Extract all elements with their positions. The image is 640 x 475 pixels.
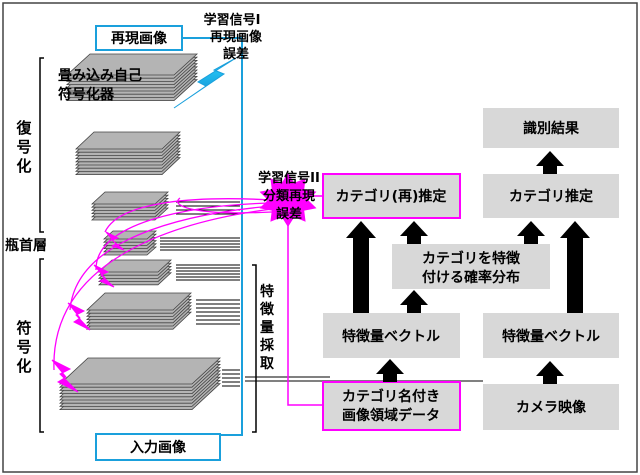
signal1-line-1: 学習信号I	[204, 12, 261, 28]
layer-8	[65, 53, 199, 76]
category-estimate-box	[483, 174, 619, 218]
signal2-line-2: 分類再現	[263, 188, 315, 204]
feature-vector-right-box	[483, 313, 619, 358]
decoder-bracket	[39, 57, 44, 233]
arrow-feature-to-estimate-right	[560, 221, 590, 313]
layer-34	[97, 259, 173, 273]
bracket-lines	[39, 57, 257, 433]
decoderText-char-0: 復	[15, 119, 32, 137]
layer-stack	[58, 53, 222, 411]
signal1-line-2: 再現画像	[210, 29, 263, 45]
cyan-bolt	[173, 57, 237, 109]
input-image-box	[95, 433, 221, 461]
autoencoder-label-2: 符号化器	[57, 86, 115, 103]
arrow-distribution-to-reestimate	[400, 221, 428, 244]
encoder-bracket	[39, 258, 44, 433]
bolt-4	[51, 359, 79, 393]
labeled-region-data-text-2: 画像領域データ	[342, 407, 440, 424]
curve-2	[95, 202, 273, 271]
category-distribution-text-1: カテゴリを特徴	[422, 250, 521, 267]
category-distribution-text-2: 付ける確率分布	[422, 269, 520, 286]
layer-17	[74, 131, 182, 150]
feature-bracket	[252, 264, 257, 433]
labeled-region-data-text-1: カテゴリ名付き	[342, 388, 440, 405]
reconstructed-image-box	[95, 25, 183, 51]
arrow-feature-to-estimate-left	[346, 221, 376, 313]
featureText-char-4: 取	[260, 356, 275, 372]
camera-image-box	[483, 384, 619, 430]
signal2-line-1: 学習信号II	[258, 170, 320, 186]
category-re-estimate-text: カテゴリ(再)推定	[336, 188, 447, 205]
featureText-char-0: 特	[260, 283, 274, 300]
signal2-line-3: 誤差	[276, 206, 302, 222]
category-re-estimate-box	[322, 173, 461, 219]
curve-3	[69, 205, 273, 311]
bolt-3	[67, 302, 91, 331]
curve-5	[177, 197, 273, 214]
arrow-feature-to-distribution	[400, 290, 428, 313]
encoderText-char-1: 号	[16, 338, 31, 356]
arrow-camera-to-feature	[536, 361, 564, 384]
autoencoder-label-1: 畳み込み自己	[58, 67, 142, 84]
curve-4	[53, 208, 273, 371]
layer-23	[90, 191, 170, 205]
decoderText-char-2: 化	[16, 157, 31, 175]
encoder-label: 符号化	[16, 319, 31, 375]
encoderText-char-0: 符	[16, 319, 31, 337]
magenta-bolts	[51, 231, 125, 393]
magenta-curves	[53, 197, 273, 371]
arrow-distribution-to-estimate	[517, 221, 545, 244]
bolt-1	[105, 231, 125, 251]
recognition-result-box	[483, 108, 619, 148]
category-estimate-text: カテゴリ推定	[509, 188, 593, 205]
layer-50	[58, 357, 222, 385]
reconstructed-image-label: 再現画像	[111, 30, 168, 47]
layer-41	[85, 292, 193, 311]
arrow-estimate-to-result	[536, 151, 564, 174]
feature-vector-right-text: 特徴量ベクトル	[502, 328, 600, 345]
featureText-char-1: 徴	[259, 301, 275, 318]
feature-vector-left-box	[323, 313, 460, 358]
featureText-char-2: 量	[260, 320, 274, 336]
input-image-label: 入力画像	[130, 439, 187, 456]
magenta-line-data	[287, 212, 322, 406]
curve-1	[104, 198, 273, 233]
bottleneck-label: 瓶首層	[5, 237, 47, 254]
signal1-line-3: 誤差	[223, 46, 249, 62]
recognition-result-text: 識別結果	[523, 120, 580, 137]
signal2-burst	[259, 173, 317, 227]
featureText-char-3: 採	[260, 337, 275, 354]
bolt-2	[93, 264, 115, 288]
boxes	[95, 25, 619, 461]
category-distribution-box	[392, 244, 550, 289]
arrow-data-to-feature	[376, 359, 404, 382]
cyan-frame-line	[182, 37, 243, 436]
feature-vector-left-text: 特徴量ベクトル	[342, 328, 440, 345]
decoderText-char-1: 号	[16, 138, 31, 156]
arrows	[346, 151, 590, 384]
camera-image-text: カメラ映像	[516, 399, 587, 416]
encoderText-char-2: 化	[16, 357, 31, 375]
decoder-label: 復号化	[15, 119, 32, 175]
